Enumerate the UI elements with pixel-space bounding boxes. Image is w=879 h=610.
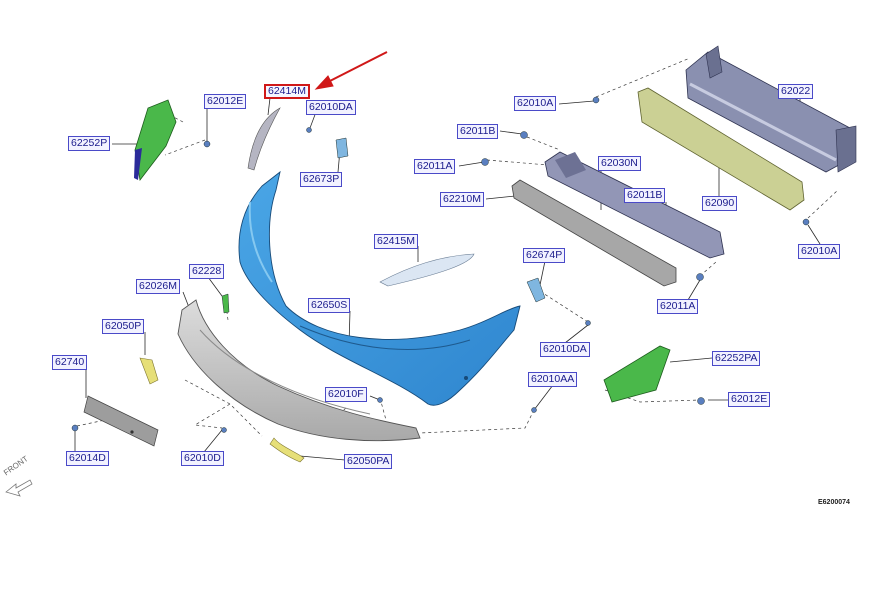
figure-id: E6200074 xyxy=(818,499,850,506)
callout-62228[interactable]: 62228 xyxy=(189,264,225,279)
clips xyxy=(71,96,810,433)
callout-62011b[interactable]: 62011B xyxy=(624,188,666,203)
callout-62090[interactable]: 62090 xyxy=(702,196,738,211)
bracket-62252pa xyxy=(603,345,671,403)
bracket-62050p xyxy=(139,357,159,385)
callout-62011a[interactable]: 62011A xyxy=(414,159,456,174)
front-arrow-icon xyxy=(5,479,33,497)
callout-62010f[interactable]: 62010F xyxy=(325,387,367,402)
callout-62210m[interactable]: 62210M xyxy=(440,192,484,207)
trim-62415m xyxy=(379,253,475,287)
callout-62050pa[interactable]: 62050PA xyxy=(344,454,393,469)
callout-62673p[interactable]: 62673P xyxy=(300,172,343,187)
highlight-arrow xyxy=(314,51,388,90)
callout-62010aa[interactable]: 62010AA xyxy=(528,372,578,387)
callout-62415m[interactable]: 62415M xyxy=(374,234,418,249)
trim-62414m xyxy=(247,107,281,171)
absorber-62210m xyxy=(511,179,677,287)
bar-62030n xyxy=(544,151,725,259)
callout-62650s[interactable]: 62650S xyxy=(308,298,351,313)
plate-62740 xyxy=(83,395,159,447)
bracket-62252p xyxy=(134,99,177,181)
bumper-cover-62650s xyxy=(238,170,521,406)
callout-62010a[interactable]: 62010A xyxy=(514,96,557,111)
callout-62010da[interactable]: 62010DA xyxy=(540,342,590,357)
callout-62010da[interactable]: 62010DA xyxy=(306,100,356,115)
callout-62010d[interactable]: 62010D xyxy=(181,451,224,466)
callout-62022[interactable]: 62022 xyxy=(778,84,814,99)
callout-62252pa[interactable]: 62252PA xyxy=(712,351,761,366)
callout-62414m[interactable]: 62414M xyxy=(264,84,310,99)
callout-62014d[interactable]: 62014D xyxy=(66,451,109,466)
reinforcement-62022 xyxy=(685,45,857,173)
callout-62740[interactable]: 62740 xyxy=(52,355,88,370)
callout-62030n[interactable]: 62030N xyxy=(598,156,641,171)
callout-62050p[interactable]: 62050P xyxy=(102,319,145,334)
callout-62011a[interactable]: 62011A xyxy=(657,299,699,314)
absorber-62090 xyxy=(637,87,805,211)
callout-62010a[interactable]: 62010A xyxy=(798,244,841,259)
callout-62026m[interactable]: 62026M xyxy=(136,279,180,294)
callout-62674p[interactable]: 62674P xyxy=(523,248,566,263)
callout-62011b[interactable]: 62011B xyxy=(457,124,499,139)
bracket-62050pa xyxy=(269,437,305,463)
callout-62012e[interactable]: 62012E xyxy=(728,392,771,407)
callout-62252p[interactable]: 62252P xyxy=(68,136,111,151)
callout-62012e[interactable]: 62012E xyxy=(204,94,247,109)
lower-cover-62026m xyxy=(177,299,421,442)
leader-lines xyxy=(74,97,821,461)
